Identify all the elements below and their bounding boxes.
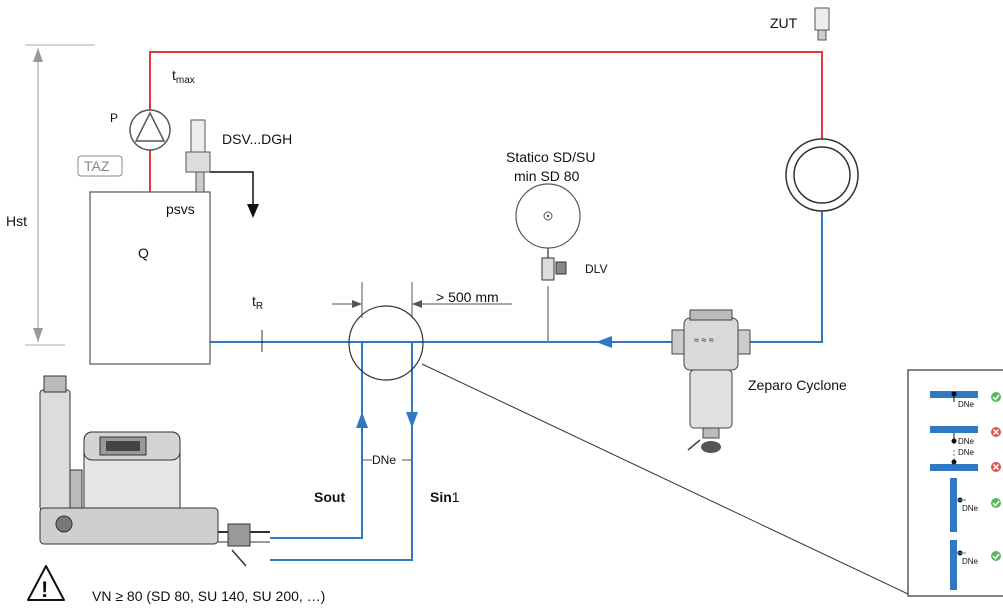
detail-item: DNe xyxy=(930,448,1001,472)
zeparo-cyclone: ≈ ≈ ≈ Zeparo Cyclone xyxy=(671,309,847,453)
zut-label: ZUT xyxy=(770,15,798,31)
ok-icon xyxy=(991,498,1001,508)
detail-item: DNe xyxy=(930,391,1001,409)
detail-item-label: DNe xyxy=(958,437,975,446)
distance-dimension: > 500 mm xyxy=(332,282,512,318)
boiler-q-label: Q xyxy=(138,245,149,261)
safety-valve: DSV...DGH xyxy=(185,119,292,218)
taz-box: TAZ xyxy=(77,155,123,177)
degassing-unit xyxy=(39,375,270,567)
pump-icon xyxy=(129,109,171,151)
svg-text:tmax: tmax xyxy=(172,67,195,86)
sin-arrow xyxy=(406,412,418,428)
pump-label: P xyxy=(110,111,118,125)
dlv-label: DLV xyxy=(585,262,607,276)
warning-icon xyxy=(27,565,65,601)
detail-item-label: DNe xyxy=(962,557,979,566)
detail-item-label: DNe xyxy=(958,448,975,457)
dne-label: DNe xyxy=(372,453,396,467)
hst-label: Hst xyxy=(6,213,27,229)
svg-text:≈ ≈ ≈: ≈ ≈ ≈ xyxy=(694,335,714,345)
boiler: Q psvs xyxy=(89,191,211,365)
dsv-label: DSV...DGH xyxy=(222,131,292,147)
taz-label: TAZ xyxy=(84,158,110,174)
svg-text:!: ! xyxy=(41,577,48,602)
statico-label-1: Statico SD/SU xyxy=(506,149,595,165)
tr-label: tR xyxy=(252,293,263,352)
return-pipe xyxy=(210,210,823,561)
zut: ZUT xyxy=(770,7,830,41)
hst-dimension: Hst xyxy=(6,44,95,346)
psvs-label: psvs xyxy=(166,201,195,217)
tmax-label: tmax xyxy=(172,67,195,86)
sin-label: Sin1 xyxy=(430,489,460,505)
pump: P xyxy=(110,109,171,151)
detail-item: DNe xyxy=(950,478,1001,532)
supply-pipe xyxy=(149,51,823,192)
detail-item: DNe xyxy=(930,426,1001,446)
warning: ! VN ≥ 80 (SD 80, SU 140, SU 200, …) xyxy=(27,565,325,604)
detail-item: DNe xyxy=(950,540,1001,590)
detail-item-label: DNe xyxy=(958,400,975,409)
zeparo-label: Zeparo Cyclone xyxy=(748,377,847,393)
statico-label-2: min SD 80 xyxy=(514,168,580,184)
ok-icon xyxy=(991,392,1001,402)
statico-vessel: Statico SD/SU min SD 80 DLV xyxy=(506,149,607,281)
detail-callout xyxy=(348,305,909,595)
detail-panel: DNe DNe DNe DNe xyxy=(907,369,1003,597)
sout-label: Sout xyxy=(314,489,345,505)
distance-label: > 500 mm xyxy=(436,289,499,305)
flow-arrow xyxy=(596,336,612,348)
svg-text:tR: tR xyxy=(252,293,263,312)
detail-item-label: DNe xyxy=(962,504,979,513)
ok-icon xyxy=(991,551,1001,561)
heat-emitter xyxy=(785,138,859,212)
warning-text: VN ≥ 80 (SD 80, SU 140, SU 200, …) xyxy=(92,588,325,604)
sensor-labels: DNe Sout Sin1 xyxy=(314,453,460,505)
sout-arrow xyxy=(356,412,368,428)
